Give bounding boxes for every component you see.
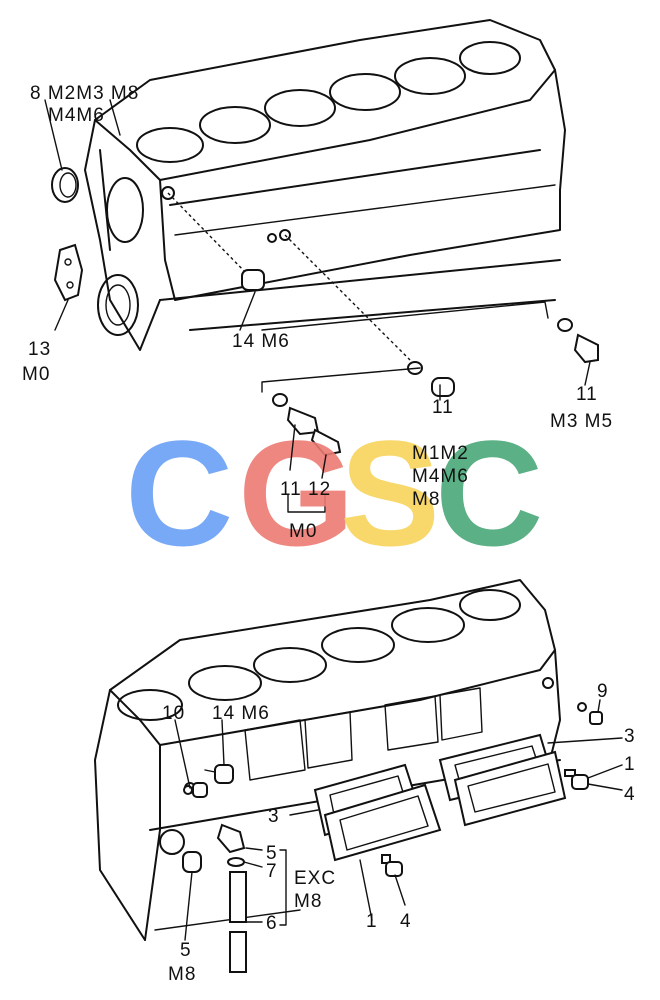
watermark-letter-4: C — [435, 409, 543, 577]
bolt-9 — [577, 702, 603, 725]
bolt-4-bottom — [381, 854, 403, 877]
watermark-letter-3: S — [340, 409, 440, 577]
callout-plug-pair-model: M0 — [289, 521, 317, 542]
callout-ref-3-right: 3 — [624, 726, 636, 747]
watermark-letter-1: C — [125, 409, 233, 577]
callout-ref-4-bottom: 4 — [400, 911, 412, 932]
callout-ref-7: 7 — [266, 861, 278, 882]
callout-ref-10: 10 — [162, 703, 185, 724]
callout-plug-center-line-4: M8 — [412, 489, 440, 510]
callout-ref-1-right: 1 — [624, 754, 636, 775]
leader-lines — [44, 99, 623, 941]
callout-ref-5-fitting: 5 — [266, 843, 278, 864]
upper-engine-block — [84, 19, 566, 351]
upper-callouts: 8 M2M3 M8 M4M6 13 M0 14 M6 11 M3 M5 11 M… — [22, 83, 613, 542]
callout-seal-line-1: 8 M2M3 M8 — [30, 83, 139, 104]
callout-ref-exc: EXC — [294, 868, 336, 889]
callout-ref-4-right: 4 — [624, 784, 636, 805]
callout-plug-pair-numbers: 11 12 — [280, 479, 331, 500]
callout-ref-exc-model: M8 — [294, 891, 322, 912]
plug-5-bottom — [182, 851, 202, 873]
callout-ref-14: 14 M6 — [212, 703, 270, 724]
plug-pair-11-12 — [272, 393, 342, 457]
callout-bracket-model: M0 — [22, 364, 50, 385]
callout-plug-left: 14 M6 — [232, 331, 290, 352]
cover-left — [323, 783, 442, 862]
callout-ref-5-bottom: 5 — [180, 940, 192, 961]
reference-line-upper — [261, 301, 549, 331]
callout-seal-line-2: M4M6 — [48, 105, 105, 126]
callout-plug-center-line-2: M1M2 — [412, 443, 469, 464]
callout-plug-right-number: 11 — [576, 384, 598, 405]
tube-6 — [229, 871, 247, 973]
callout-ref-3-left: 3 — [268, 806, 280, 827]
callout-ref-5-bottom-model: M8 — [168, 964, 196, 985]
watermark-logo: C G S C — [125, 409, 543, 577]
plug-14-lower — [204, 764, 234, 784]
lower-callouts: 10 14 M6 9 3 1 4 3 5 7 EXC M8 6 1 4 5 M8 — [162, 681, 636, 985]
plug-11-right — [557, 318, 599, 364]
callout-ref-9: 9 — [597, 681, 609, 702]
callout-plug-center-number: 11 — [432, 397, 454, 418]
cover-right — [453, 750, 567, 827]
watermark-letter-2: G — [238, 409, 355, 577]
callout-ref-1-bottom: 1 — [366, 911, 378, 932]
seal-ring-part — [51, 167, 79, 203]
bolt-4-right — [564, 769, 589, 790]
callout-bracket-number: 13 — [28, 339, 51, 360]
callout-ref-6: 6 — [266, 913, 278, 934]
plug-14-m6 — [167, 192, 265, 291]
callout-plug-center-line-3: M4M6 — [412, 466, 469, 487]
bracket-part — [53, 243, 84, 302]
reference-line-middle — [261, 367, 421, 393]
callout-plug-right-models: M3 M5 — [550, 411, 613, 432]
plug-10-lower — [183, 782, 208, 798]
bracket-m0 — [287, 494, 326, 513]
fitting-5 — [216, 823, 246, 867]
